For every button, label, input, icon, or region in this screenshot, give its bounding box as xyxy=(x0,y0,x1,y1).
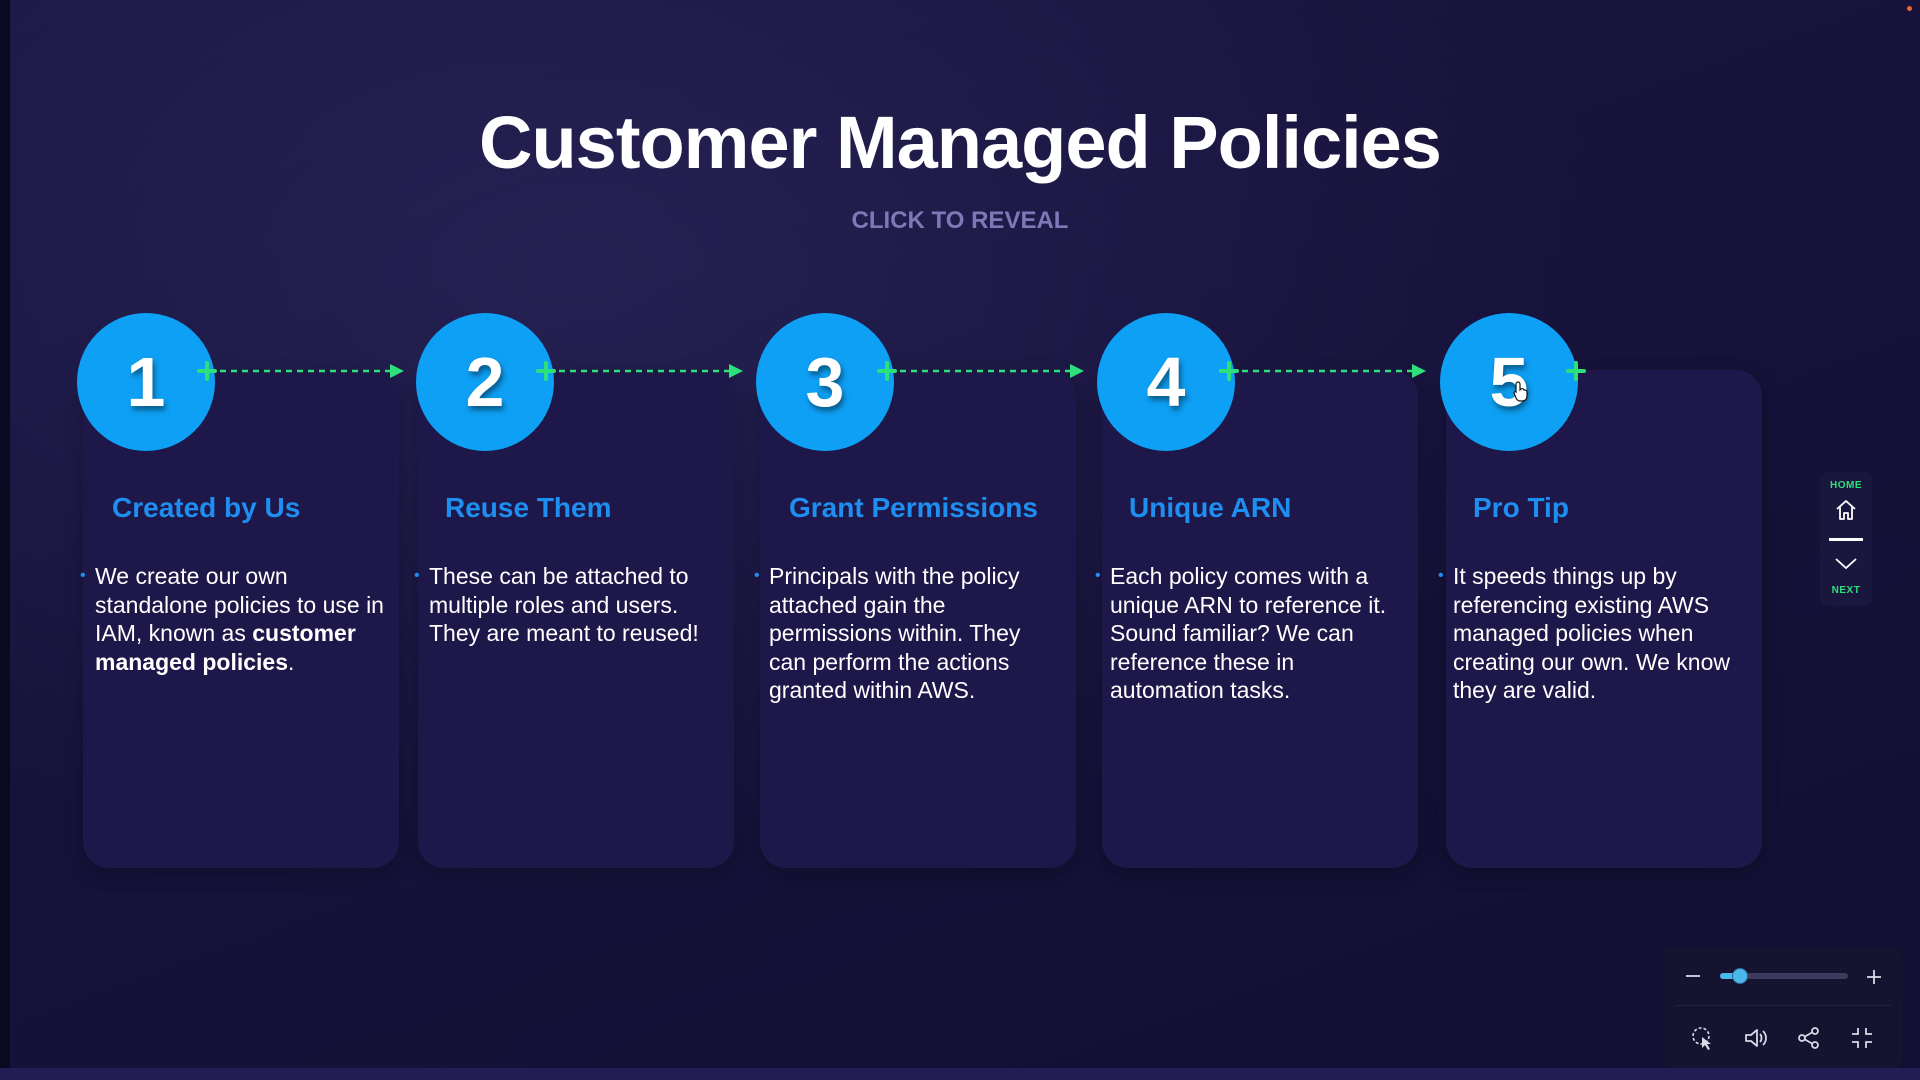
step-card-1[interactable] xyxy=(83,370,399,868)
step-title-1: Created by Us xyxy=(112,492,301,523)
step-description-2: • These can be attached to multiple role… xyxy=(414,562,719,648)
bullet-icon: • xyxy=(414,567,420,584)
slide-nav-panel: HOME NEXT xyxy=(1820,472,1872,606)
step-card-5[interactable] xyxy=(1446,370,1762,868)
zoom-slider-knob[interactable] xyxy=(1732,968,1749,984)
volume-icon[interactable] xyxy=(1743,1025,1769,1051)
zoom-slider-fill xyxy=(1720,973,1744,979)
connector-arrow-2-3 xyxy=(536,361,743,381)
connector-arrow-3-4 xyxy=(877,361,1084,381)
slide-title: Customer Managed Policies xyxy=(479,101,1442,184)
step-description-end: . xyxy=(288,648,295,675)
step-description-text: Principals with the policy attached gain… xyxy=(769,563,1021,703)
bullet-icon: • xyxy=(754,567,760,584)
chevron-down-icon[interactable] xyxy=(1834,556,1858,572)
connector-arrow-4-5 xyxy=(1219,361,1426,381)
zoom-out-button[interactable] xyxy=(1685,969,1701,983)
bottom-edge-strip xyxy=(0,1068,1920,1080)
step-description-3: • Principals with the policy attached ga… xyxy=(754,562,1059,705)
nav-divider xyxy=(1829,538,1863,541)
step-description-4: • Each policy comes with a unique ARN to… xyxy=(1095,562,1400,705)
step-card-3[interactable] xyxy=(760,370,1076,868)
plus-icon-step-5[interactable] xyxy=(1565,360,1589,382)
step-title-2: Reuse Them xyxy=(445,492,612,523)
step-description-5: • It speeds things up by referencing exi… xyxy=(1438,562,1743,705)
click-to-reveal-hint[interactable]: CLICK TO REVEAL xyxy=(851,207,1069,234)
step-title-5: Pro Tip xyxy=(1473,492,1569,523)
step-description-text: Each policy comes with a unique ARN to r… xyxy=(1110,563,1387,703)
zoom-in-button[interactable] xyxy=(1866,969,1882,985)
bullet-icon: • xyxy=(1438,567,1444,584)
step-number-5[interactable]: 5 xyxy=(1440,313,1578,451)
bullet-icon: • xyxy=(1095,567,1101,584)
controls-divider xyxy=(1675,1005,1891,1006)
step-description-emphasis: customer managed policies xyxy=(95,620,356,675)
mouse-pointer-icon xyxy=(1513,381,1528,402)
home-icon[interactable] xyxy=(1834,498,1858,522)
step-title-4: Unique ARN xyxy=(1129,492,1292,523)
home-label[interactable]: HOME xyxy=(1830,480,1862,491)
zoom-slider[interactable] xyxy=(1720,968,1848,984)
step-description-text: It speeds things up by referencing exist… xyxy=(1453,563,1730,703)
bullet-icon: • xyxy=(80,567,86,584)
window-indicator-dot xyxy=(1907,6,1912,11)
step-card-4[interactable] xyxy=(1102,370,1418,868)
next-label[interactable]: NEXT xyxy=(1831,585,1861,596)
step-card-2[interactable] xyxy=(418,370,734,868)
step-number-4[interactable]: 4 xyxy=(1097,313,1235,451)
connector-arrow-1-2 xyxy=(197,361,404,381)
step-description-1: • We create our own standalone policies … xyxy=(80,562,385,676)
left-edge-strip xyxy=(0,0,10,1080)
step-description-text: These can be attached to multiple roles … xyxy=(429,563,699,646)
cursor-select-icon[interactable] xyxy=(1690,1025,1716,1051)
share-icon[interactable] xyxy=(1796,1025,1822,1051)
step-number-1[interactable]: 1 xyxy=(77,313,215,451)
step-number-3[interactable]: 3 xyxy=(756,313,894,451)
exit-fullscreen-icon[interactable] xyxy=(1849,1025,1875,1051)
step-title-3: Grant Permissions xyxy=(789,492,1038,523)
step-description-text: We create our own standalone policies to… xyxy=(95,563,384,646)
step-number-2[interactable]: 2 xyxy=(416,313,554,451)
player-controls xyxy=(1663,947,1903,1069)
